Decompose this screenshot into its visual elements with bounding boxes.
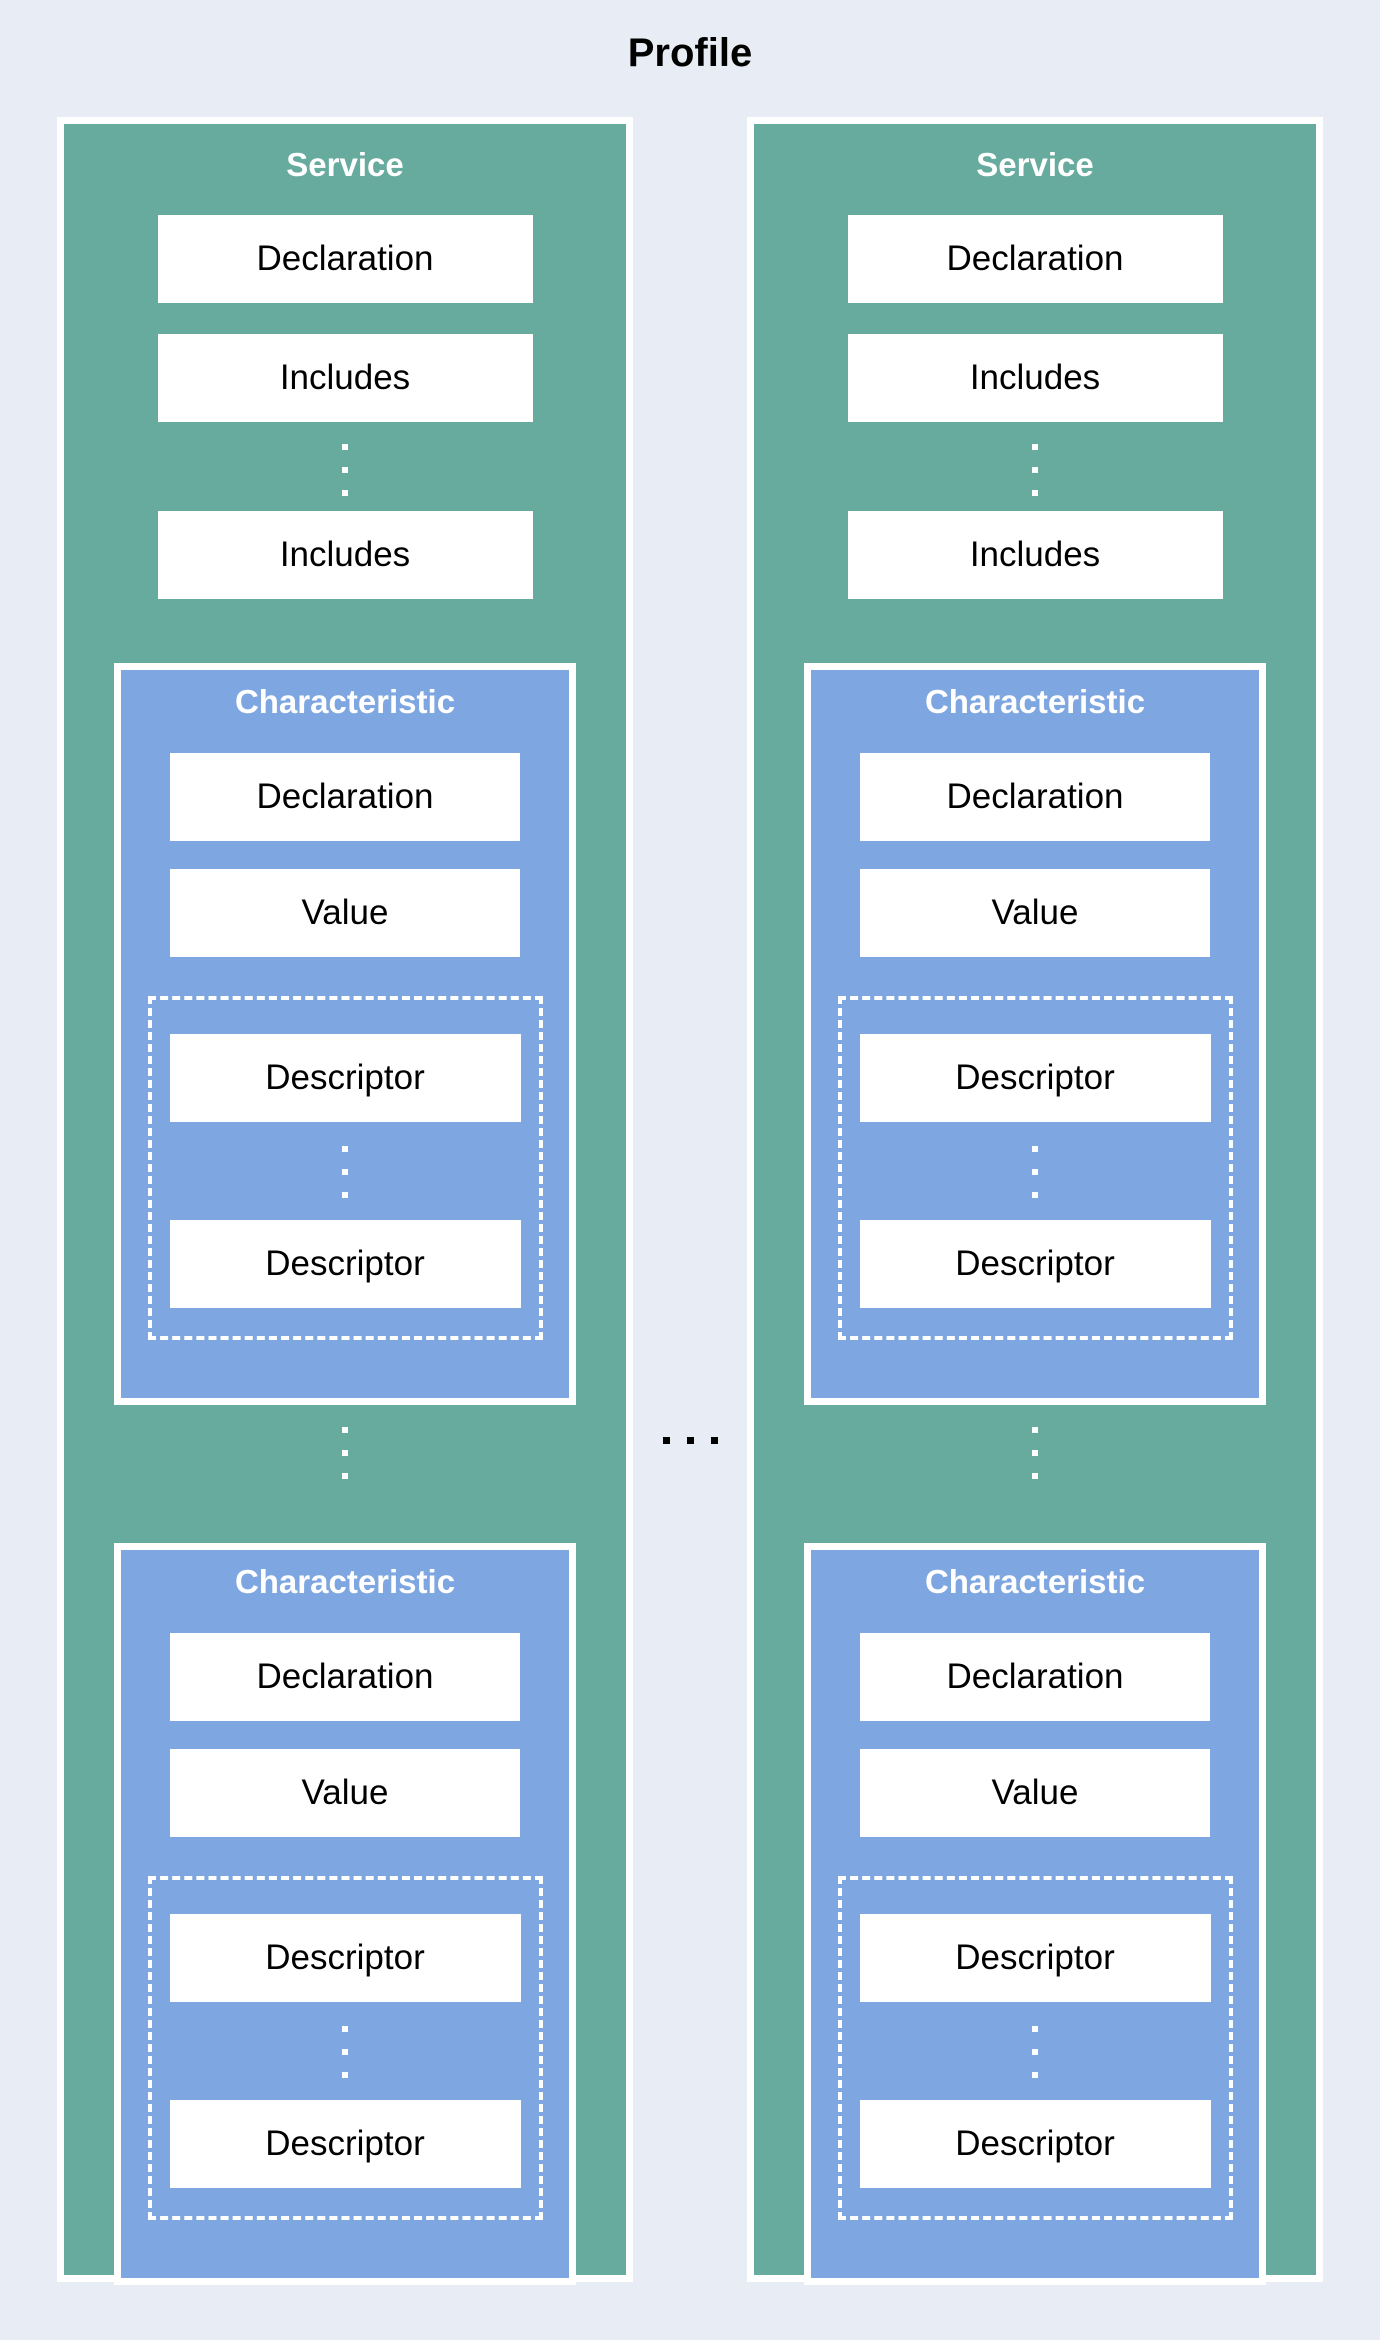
- descriptor-box: Descriptor: [169, 2100, 521, 2188]
- ellipsis-dot: [1032, 2049, 1038, 2055]
- ellipsis-dot: [1032, 1473, 1038, 1479]
- ellipsis-dot: [342, 490, 348, 496]
- vertical-ellipsis-icon: [152, 1146, 539, 1198]
- ellipsis-dot: [1032, 1427, 1038, 1433]
- ellipsis-dot: [342, 467, 348, 473]
- characteristic-declaration-box: Declaration: [170, 1633, 520, 1721]
- characteristic-value-box: Value: [860, 869, 1210, 957]
- ellipsis-dot: [1032, 1169, 1038, 1175]
- vertical-ellipsis-icon: [754, 1427, 1316, 1479]
- characteristic-value-box: Value: [170, 869, 520, 957]
- descriptor-group: Descriptor Descriptor: [147, 996, 543, 1340]
- ellipsis-dot: [342, 1427, 348, 1433]
- service-declaration-box: Declaration: [847, 215, 1223, 303]
- descriptor-box: Descriptor: [859, 1914, 1211, 2002]
- descriptor-box: Descriptor: [169, 1220, 521, 1308]
- characteristic-value-box: Value: [170, 1749, 520, 1837]
- characteristic-declaration-box: Declaration: [860, 753, 1210, 841]
- ellipsis-dot: [342, 2049, 348, 2055]
- descriptor-box: Descriptor: [169, 1914, 521, 2002]
- ellipsis-dot: [1032, 1146, 1038, 1152]
- characteristic-value-box: Value: [860, 1749, 1210, 1837]
- characteristic-title: Characteristic: [924, 683, 1146, 720]
- includes-box: Includes: [847, 334, 1223, 422]
- ellipsis-dot: [1032, 444, 1038, 450]
- service-title: Service: [286, 146, 404, 183]
- service-declaration-box: Declaration: [157, 215, 533, 303]
- characteristic-block-1: Characteristic Declaration Value Descrip…: [804, 663, 1266, 1405]
- includes-box: Includes: [847, 511, 1223, 599]
- ellipsis-dot: [1032, 1450, 1038, 1456]
- descriptor-group: Descriptor Descriptor: [147, 1876, 543, 2220]
- service-title: Service: [976, 146, 1094, 183]
- ellipsis-dot: [1032, 467, 1038, 473]
- ellipsis-dot: [1032, 490, 1038, 496]
- ellipsis-dot: [1032, 2026, 1038, 2032]
- ellipsis-dot: [342, 1450, 348, 1456]
- descriptor-box: Descriptor: [169, 1034, 521, 1122]
- descriptor-box: Descriptor: [859, 1220, 1211, 1308]
- vertical-ellipsis-icon: [64, 444, 626, 496]
- characteristic-block-2: Characteristic Declaration Value Descrip…: [804, 1543, 1266, 2285]
- characteristic-declaration-box: Declaration: [170, 753, 520, 841]
- horizontal-ellipsis-icon: [0, 1437, 1380, 1444]
- characteristic-block-1: Characteristic Declaration Value Descrip…: [114, 663, 576, 1405]
- ellipsis-dot: [342, 1146, 348, 1152]
- ellipsis-dot: [342, 1192, 348, 1198]
- characteristic-title: Characteristic: [924, 1563, 1146, 1600]
- descriptor-box: Descriptor: [859, 1034, 1211, 1122]
- ellipsis-dot: [1032, 2072, 1038, 2078]
- service-block-1: Service Declaration Includes Includes Ch…: [57, 117, 633, 2285]
- descriptor-box: Descriptor: [859, 2100, 1211, 2188]
- page-title: Profile: [627, 31, 753, 75]
- ellipsis-dot: [342, 1169, 348, 1175]
- service-block-2: Service Declaration Includes Includes Ch…: [747, 117, 1323, 2285]
- vertical-ellipsis-icon: [754, 444, 1316, 496]
- characteristic-declaration-box: Declaration: [860, 1633, 1210, 1721]
- ellipsis-dot: [662, 1437, 670, 1444]
- vertical-ellipsis-icon: [64, 1427, 626, 1479]
- descriptor-group: Descriptor Descriptor: [837, 1876, 1233, 2220]
- ellipsis-dot: [342, 1473, 348, 1479]
- includes-box: Includes: [157, 511, 533, 599]
- ellipsis-dot: [710, 1437, 718, 1444]
- ellipsis-dot: [342, 2026, 348, 2032]
- includes-box: Includes: [157, 334, 533, 422]
- ellipsis-dot: [686, 1437, 694, 1444]
- characteristic-block-2: Characteristic Declaration Value Descrip…: [114, 1543, 576, 2285]
- vertical-ellipsis-icon: [842, 1146, 1229, 1198]
- vertical-ellipsis-icon: [842, 2026, 1229, 2078]
- vertical-ellipsis-icon: [152, 2026, 539, 2078]
- descriptor-group: Descriptor Descriptor: [837, 996, 1233, 1340]
- services-row: Service Declaration Includes Includes Ch…: [57, 117, 1323, 2285]
- ellipsis-dot: [342, 444, 348, 450]
- ellipsis-dot: [1032, 1192, 1038, 1198]
- ellipsis-dot: [342, 2072, 348, 2078]
- characteristic-title: Characteristic: [234, 1563, 456, 1600]
- characteristic-title: Characteristic: [234, 683, 456, 720]
